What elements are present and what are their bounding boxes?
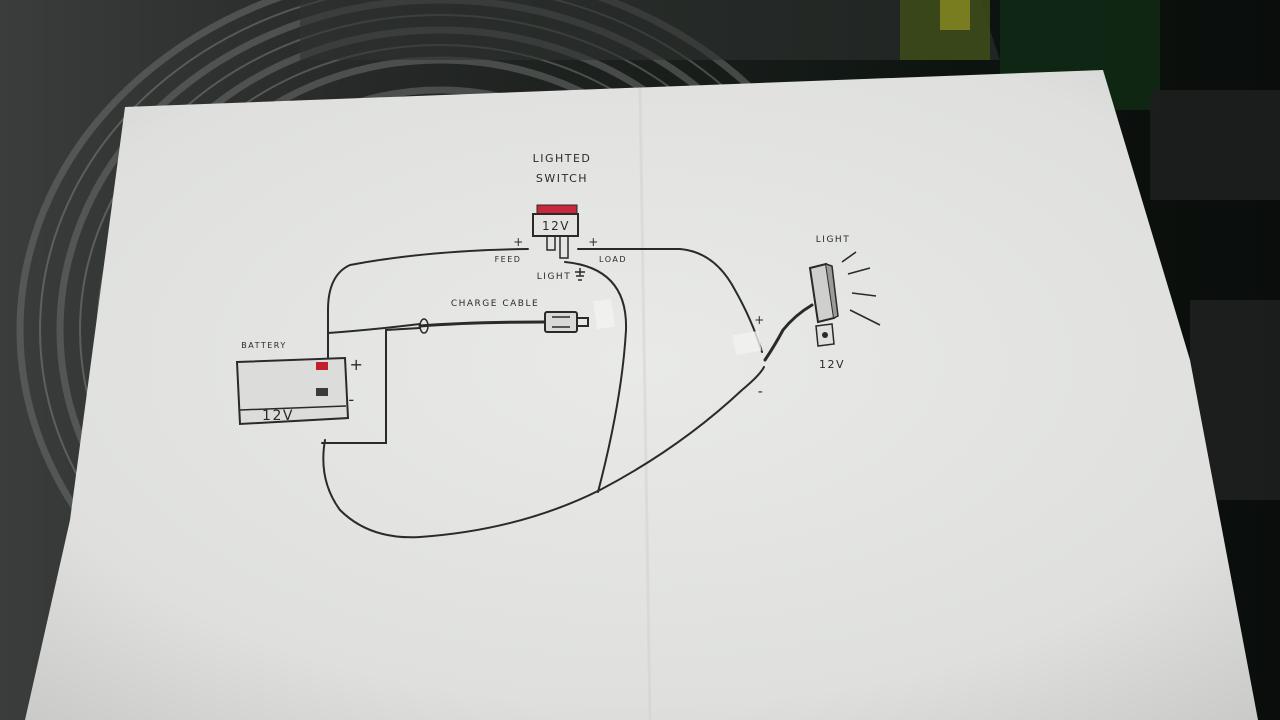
battery-plus: +: [350, 355, 365, 374]
light-rating: 12V: [819, 358, 845, 371]
battery-positive-terminal: [316, 362, 328, 370]
switch-rating: 12V: [542, 219, 570, 233]
switch-load-plus: +: [588, 235, 600, 249]
light-rays: [841, 251, 881, 326]
battery-label: BATTERY: [241, 341, 286, 350]
ground-icon: [575, 268, 585, 281]
battery-negative-wire: [322, 366, 765, 539]
paper-fold: [638, 87, 652, 720]
switch-title-line2: SWITCH: [536, 172, 588, 185]
switch-ground-label: LIGHT: [537, 272, 571, 282]
switch-feed-label: FEED: [495, 255, 522, 264]
light-lead: [763, 303, 814, 362]
lighted-switch: 12V LIGHTED SWITCH + + FEED LOAD LIGHT: [495, 152, 627, 282]
charge-cable-label: CHARGE CABLE: [451, 299, 539, 309]
charge-cable-pos: [327, 323, 421, 334]
light-fixture: LIGHT 12V + -: [754, 235, 881, 400]
light-label: LIGHT: [816, 235, 850, 245]
battery-negative-terminal: [316, 388, 328, 396]
battery-minus: -: [348, 390, 355, 409]
wiring: [321, 248, 814, 539]
charge-cable-neg: [321, 327, 421, 444]
battery: BATTERY 12V + -: [235, 341, 365, 426]
light-ground-wire: [564, 261, 628, 493]
paper-sheet: [25, 70, 1258, 720]
tape-piece: [593, 298, 615, 330]
feed-wire: [327, 248, 529, 363]
switch-title-line1: LIGHTED: [533, 152, 592, 165]
switch-feed-plus: +: [513, 235, 525, 249]
battery-rating: 12V: [262, 408, 294, 424]
light-plus: +: [754, 313, 766, 327]
switch-load-label: LOAD: [599, 255, 627, 264]
light-minus: -: [758, 384, 765, 400]
tape-piece: [732, 330, 762, 356]
charge-cable-line: [418, 320, 547, 328]
charge-connector: [419, 311, 589, 334]
